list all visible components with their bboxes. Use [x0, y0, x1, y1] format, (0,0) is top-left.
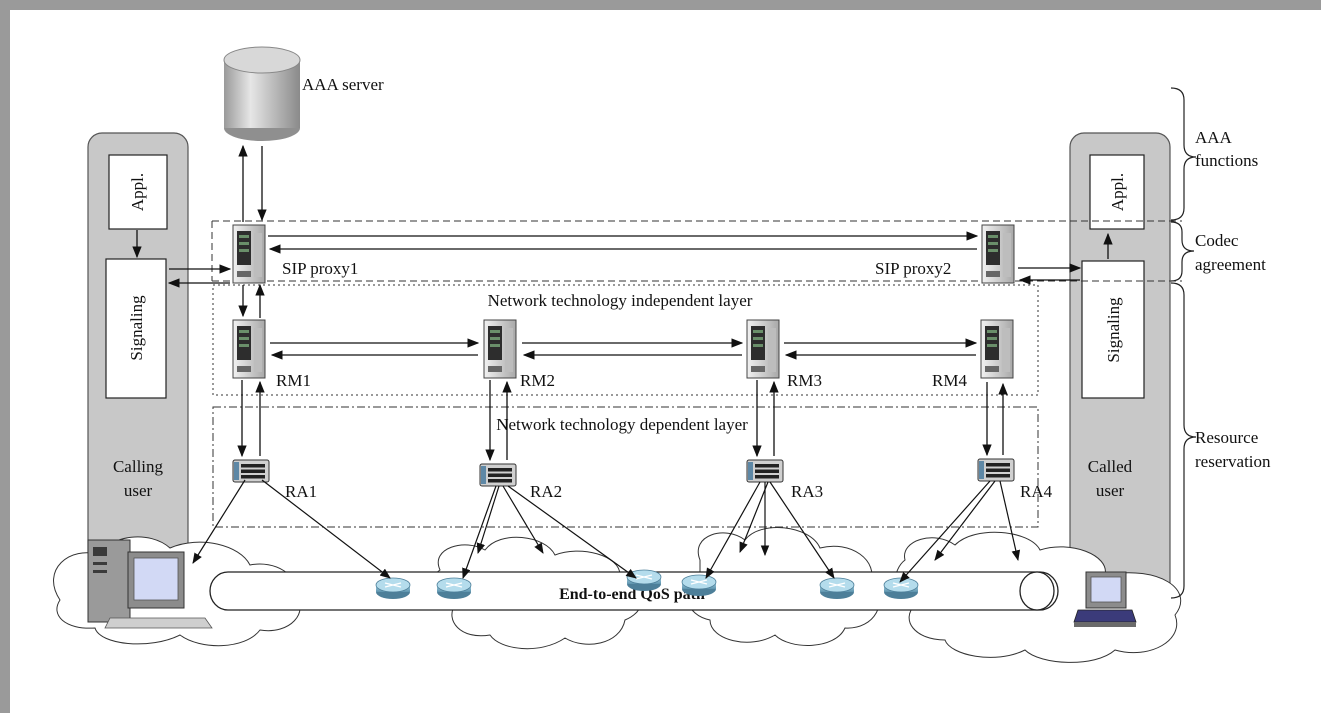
called-user-label-line1: Called — [1088, 457, 1133, 476]
right-brackets — [1170, 87, 1197, 599]
architecture-diagram: Appl. Signaling Calling user Appl. Signa… — [53, 46, 1271, 663]
appl-box-left — [108, 154, 168, 230]
called-user-label-line2: user — [1096, 481, 1125, 500]
appl-label-right: Appl. — [1108, 173, 1127, 211]
aaa-server-icon — [223, 46, 301, 141]
rm4-label: RM4 — [932, 371, 967, 390]
router-icon-4 — [681, 574, 717, 597]
rm2-label: RM2 — [520, 371, 555, 390]
ra2-icon — [479, 463, 517, 487]
rm2-server-icon — [483, 319, 517, 379]
resource-reservation-label-line2: reservation — [1195, 452, 1271, 471]
ra2-label: RA2 — [530, 482, 562, 501]
resource-reservation-label-line1: Resource — [1195, 428, 1258, 447]
called-user-panel: Appl. Signaling Called user — [1069, 132, 1171, 626]
aaa-functions-label-line1: AAA — [1195, 128, 1233, 147]
rm1-server-icon — [232, 319, 266, 379]
independent-layer-label: Network technology independent layer — [488, 291, 753, 310]
ra4-icon — [977, 458, 1015, 482]
calling-user-computer-icon — [87, 539, 213, 629]
ra1-label: RA1 — [285, 482, 317, 501]
rm3-label: RM3 — [787, 371, 822, 390]
called-user-computer-icon — [1073, 571, 1137, 627]
aaa-functions-label-line2: functions — [1195, 151, 1258, 170]
signaling-label-left: Signaling — [127, 295, 146, 361]
signaling-box-left — [105, 258, 167, 399]
ra3-icon — [746, 459, 784, 483]
calling-user-panel: Appl. Signaling Calling user — [87, 132, 189, 626]
router-icon-1 — [375, 577, 411, 600]
sip-proxy2-label: SIP proxy2 — [875, 259, 951, 278]
sip-proxy2-server-icon — [981, 224, 1015, 284]
aaa-server-label: AAA server — [302, 75, 384, 94]
appl-box-right — [1089, 154, 1145, 230]
ra3-label: RA3 — [791, 482, 823, 501]
dependent-layer-label: Network technology dependent layer — [496, 415, 748, 434]
appl-label-left: Appl. — [128, 173, 147, 211]
sip-proxy1-label: SIP proxy1 — [282, 259, 358, 278]
sip-proxy1-server-icon — [232, 224, 266, 284]
calling-user-label-line2: user — [124, 481, 153, 500]
qos-path-label: End-to-end QoS path — [559, 586, 705, 603]
signaling-box-right — [1081, 260, 1145, 399]
dependent-layer-box — [212, 406, 1039, 528]
router-icon-2 — [436, 577, 472, 600]
router-icon-5 — [819, 577, 855, 600]
calling-user-label-line1: Calling — [113, 457, 164, 476]
router-icon-3 — [626, 569, 662, 592]
ra4-label: RA4 — [1020, 482, 1053, 501]
independent-layer-box — [212, 284, 1039, 396]
ra1-icon — [232, 459, 270, 483]
rm3-server-icon — [746, 319, 780, 379]
rm4-server-icon — [980, 319, 1014, 379]
signaling-label-right: Signaling — [1104, 297, 1123, 363]
codec-agreement-label-line1: Codec — [1195, 231, 1239, 250]
rm1-label: RM1 — [276, 371, 311, 390]
codec-agreement-label-line2: agreement — [1195, 255, 1266, 274]
